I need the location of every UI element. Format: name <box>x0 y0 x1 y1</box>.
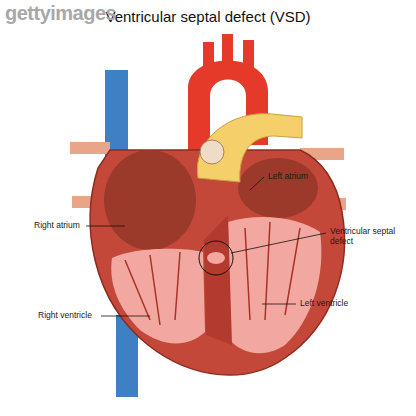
right-atrium <box>104 150 196 250</box>
defect-ring <box>199 241 233 275</box>
part-label: Left ventricle <box>300 299 348 309</box>
septal-hole <box>207 252 225 264</box>
left-atrium <box>238 158 318 218</box>
left-ventricle <box>228 217 321 353</box>
valve <box>200 140 224 164</box>
part-label: Right atrium <box>34 221 80 231</box>
watermark: gettyimages <box>5 2 116 25</box>
part-label: Left atrium <box>268 172 308 182</box>
part-label: Right ventricle <box>38 311 92 321</box>
heart-wall <box>90 150 344 375</box>
leader-lines <box>86 177 326 316</box>
right-ventricle <box>111 249 205 344</box>
septum <box>204 215 232 345</box>
part-label: Ventricular septal defect <box>330 227 408 247</box>
pulmonary-vein <box>70 142 110 154</box>
aortic-branch <box>222 34 233 64</box>
